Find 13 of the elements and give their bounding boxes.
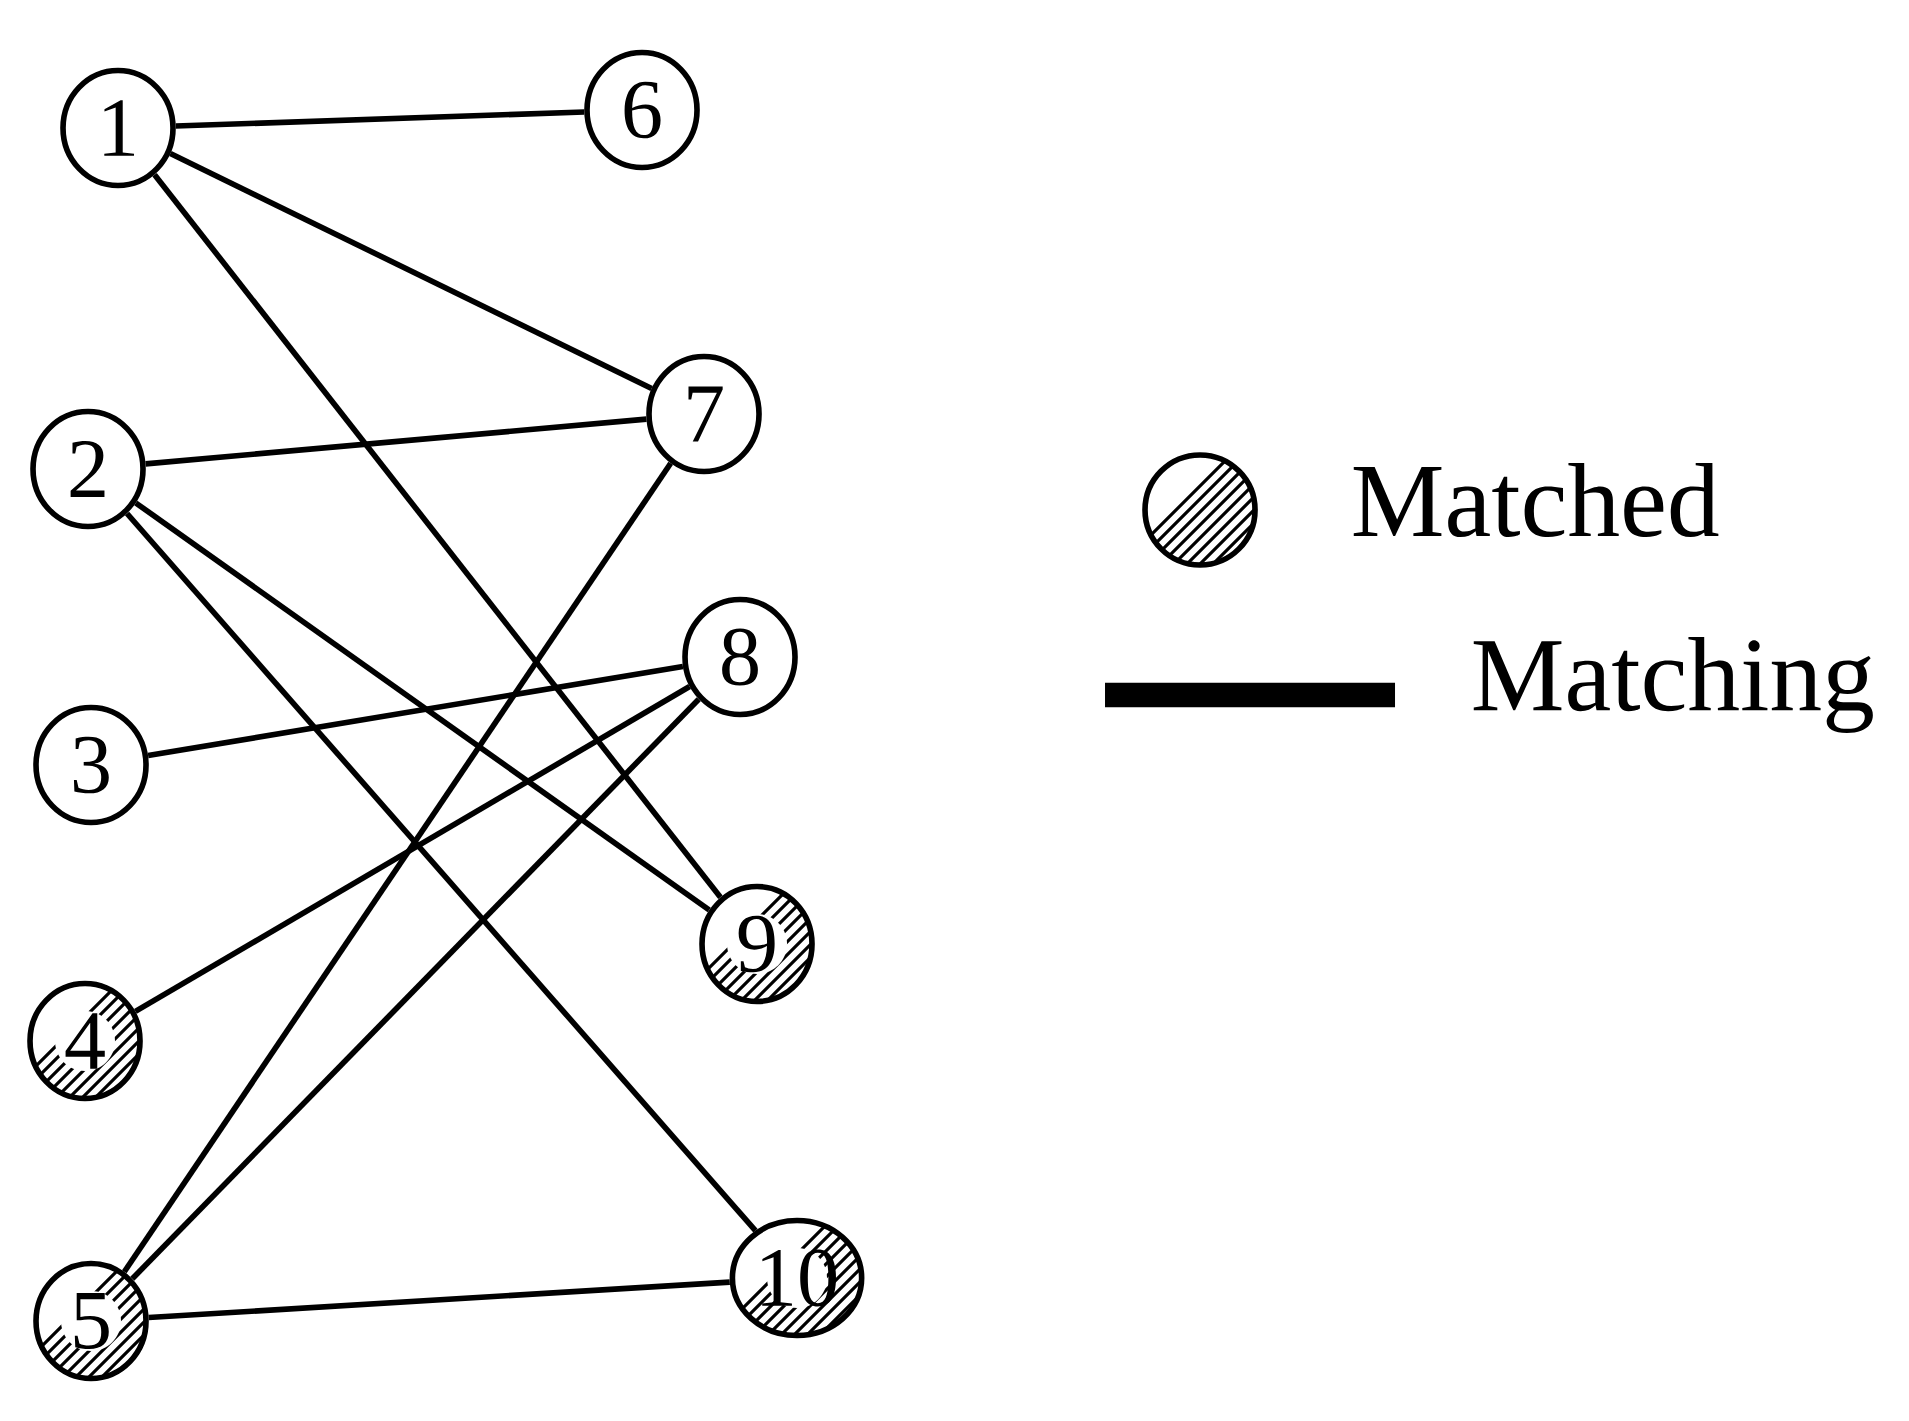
edge-line [133, 684, 692, 1014]
edge-line [145, 416, 647, 467]
edge-line [124, 511, 758, 1233]
legend-text: Matching [1473, 637, 1873, 733]
edge-line [130, 697, 701, 1281]
edge-line [148, 1279, 730, 1321]
edge-line [147, 663, 684, 759]
edge-line [152, 172, 723, 900]
edge-line [122, 461, 674, 1274]
legend-text: Matched [1353, 462, 1719, 538]
edge-line [175, 109, 585, 129]
edge-line [169, 151, 653, 391]
edge-line [134, 500, 711, 913]
